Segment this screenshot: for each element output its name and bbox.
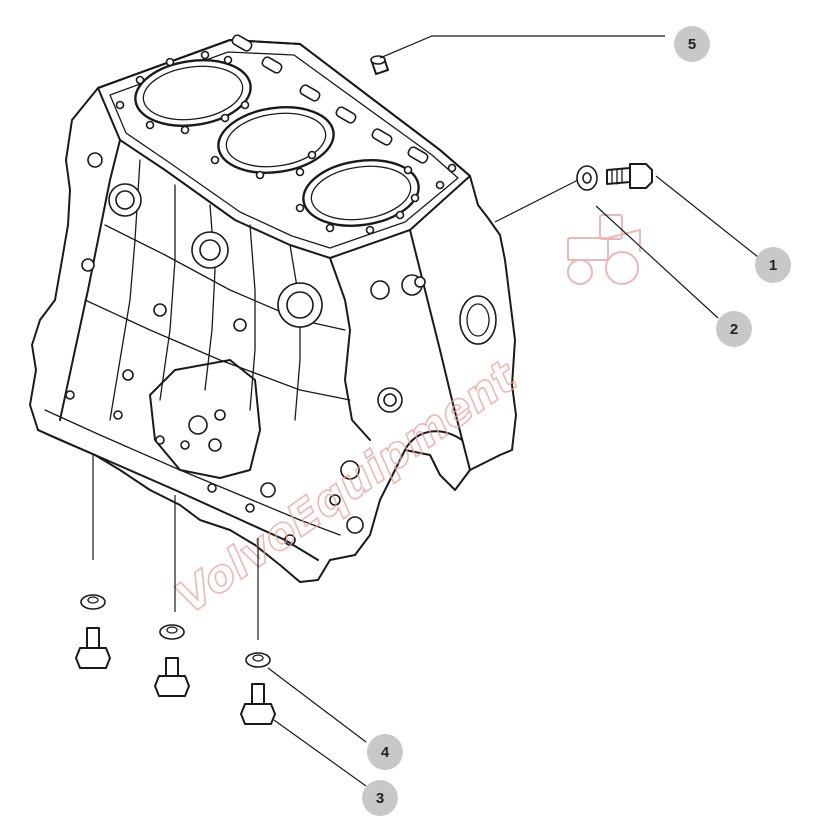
filter-mount-pad [149, 359, 261, 479]
part-3-bolt [240, 683, 276, 725]
part-1-bolt [606, 163, 653, 189]
assembly-axis-lines [92, 179, 579, 640]
watermark: VolvoEquipment [166, 214, 641, 625]
bottom-bolt-stack-right [240, 652, 276, 725]
watermark-tractor-icon [567, 214, 641, 285]
bottom-bolt-stack-middle [154, 624, 190, 697]
callout-3-label: 3 [376, 790, 384, 807]
callout-5: 5 [674, 26, 710, 62]
water-jacket-slots [231, 34, 429, 164]
callout-2: 2 [716, 311, 752, 347]
callout-4: 4 [367, 734, 403, 770]
bottom-bolt-stack-left [75, 594, 111, 669]
part-4-washer [245, 652, 271, 668]
callout-5-label: 5 [688, 36, 696, 53]
callout-3: 3 [362, 780, 398, 816]
cylinder-block [29, 34, 517, 583]
callout-4-label: 4 [381, 744, 390, 761]
part-2-washer [576, 165, 598, 191]
callout-2-label: 2 [730, 321, 738, 338]
callout-leaders [267, 35, 759, 787]
callout-1-label: 1 [769, 257, 777, 274]
callout-1: 1 [755, 247, 791, 283]
part-5-plug [370, 55, 389, 75]
deck-bolt-holes [115, 50, 457, 235]
